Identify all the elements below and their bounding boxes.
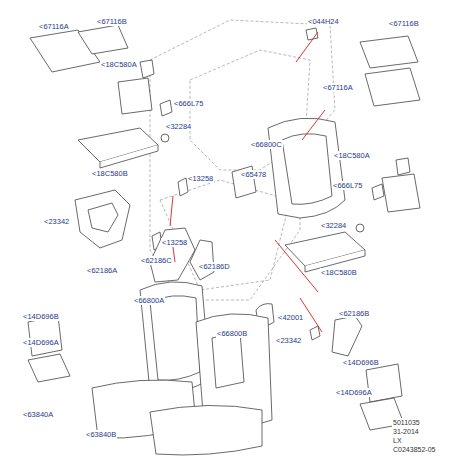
drawing-code: LX: [392, 436, 403, 445]
callout-number: <62186D: [198, 262, 231, 271]
callout-number: <13258: [161, 238, 188, 247]
callout-number: <14D696A: [335, 388, 373, 397]
callout-number: <23342: [43, 217, 70, 226]
parts: [28, 25, 420, 455]
drawing-code: C0243852-05: [392, 445, 436, 454]
callout-number: <18C580B: [320, 268, 358, 277]
callout-number: <62186A: [86, 266, 118, 275]
callout-number: <32284: [320, 221, 347, 230]
callout-number: <66800A: [133, 296, 165, 305]
callout-number: <18C580A: [333, 151, 371, 160]
callout-number: <63840A: [22, 410, 54, 419]
callout-number: <62186B: [338, 309, 370, 318]
callout-number: <14D696B: [22, 312, 60, 321]
callout-number: <67116A: [38, 22, 70, 31]
callout-number: <67116B: [96, 17, 128, 26]
red-leader-lines: [170, 32, 325, 332]
callout-number: <42001: [277, 313, 304, 322]
callout-number: <666L75: [332, 181, 363, 190]
callout-number: <32284: [165, 122, 192, 131]
callout-number: <62186C: [140, 256, 173, 265]
callout-number: <67116B: [388, 19, 420, 28]
callout-number: <13258: [187, 174, 214, 183]
drawing-code: 5011035: [392, 418, 421, 427]
callout-number: <18C580B: [91, 169, 129, 178]
callout-number: <044H24: [307, 17, 340, 26]
callout-number: <67116A: [322, 83, 354, 92]
callout-number: <14D696B: [342, 358, 380, 367]
callout-number: <66800C: [250, 140, 283, 149]
callout-number: <66800B: [216, 329, 248, 338]
callout-number: <23342: [275, 336, 302, 345]
callout-number: <14D696A: [22, 338, 60, 347]
callout-number: <18C580A: [100, 60, 138, 69]
callout-number: <63840B: [85, 430, 117, 439]
callout-number: <666L75: [173, 99, 204, 108]
callout-number: <65478: [240, 170, 267, 179]
drawing-code: 31-2014: [392, 427, 420, 436]
